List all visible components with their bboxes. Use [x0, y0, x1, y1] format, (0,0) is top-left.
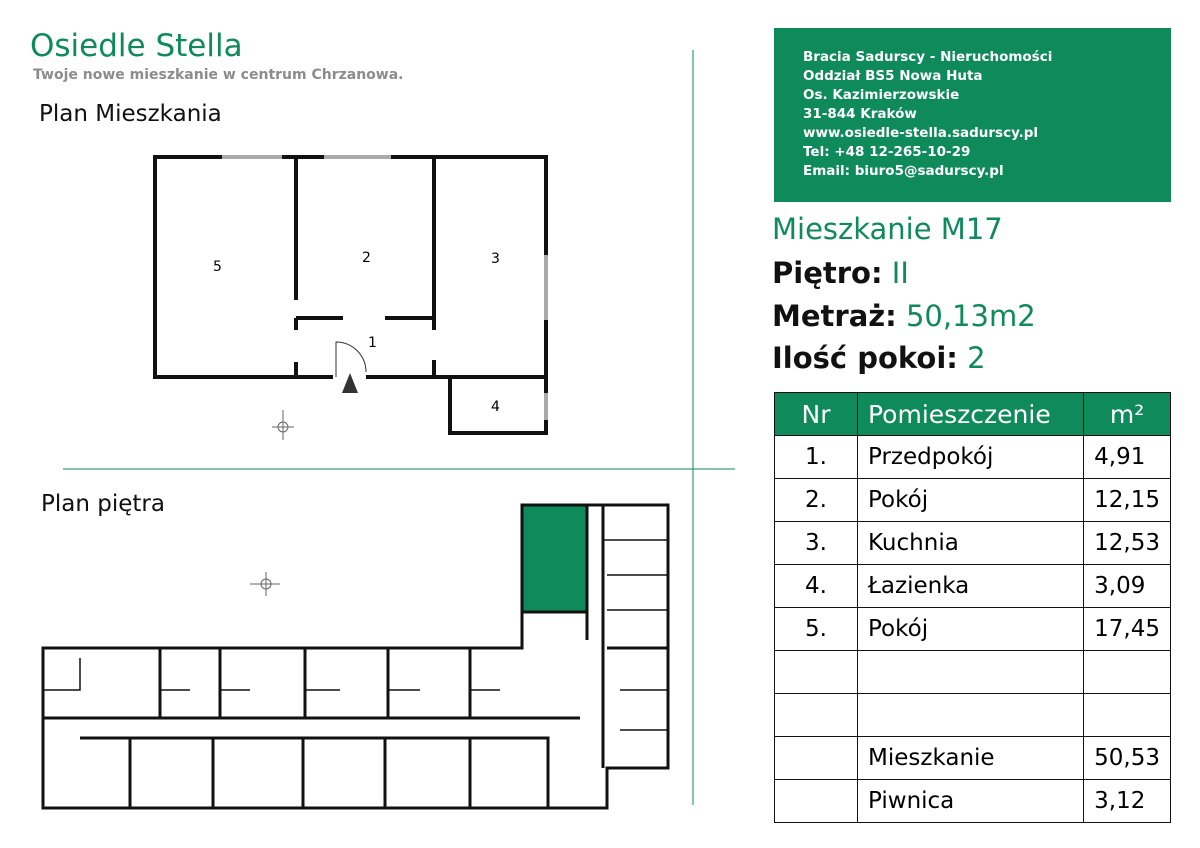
room-label: 2: [362, 250, 371, 266]
email-link[interactable]: Email: biuro5@sadurscy.pl: [803, 163, 1004, 179]
room-label: 3: [491, 251, 500, 267]
area-info: Metraż: 50,13m2: [772, 299, 1036, 333]
plan-title: Plan Mieszkania: [39, 101, 222, 127]
address-city: 31-844 Kraków: [803, 106, 917, 122]
rooms-info: Ilość pokoi: 2: [772, 341, 986, 375]
floor-plan: [41, 503, 670, 810]
highlighted-apartment: [522, 505, 587, 612]
website-link[interactable]: www.osiedle-stella.sadurscy.pl: [803, 125, 1039, 141]
floor-plans: 5 2 3 1 4: [41, 50, 735, 810]
apartment-title: Mieszkanie M17: [772, 212, 1003, 246]
room-label: 1: [368, 335, 377, 351]
entrance-arrow-icon: [342, 373, 358, 393]
room-label: 4: [491, 399, 500, 415]
compass-icon: [250, 410, 294, 596]
phone: Tel: +48 12-265-10-29: [803, 144, 971, 160]
floor-title: Plan piętra: [41, 491, 165, 517]
company-name: Bracia Sadurscy - Nieruchomości: [803, 49, 1053, 65]
branch: Oddział BS5 Nowa Huta: [803, 68, 983, 84]
contact-box: Bracia Sadurscy - Nieruchomości Oddział …: [774, 28, 1171, 202]
table-row: [774, 650, 1171, 694]
floor-info: Piętro: II: [772, 256, 909, 290]
tagline: Twoje nowe mieszkanie w centrum Chrzanow…: [33, 67, 404, 83]
room-label: 5: [213, 259, 222, 275]
brand-title: Osiedle Stella: [30, 28, 243, 64]
address-street: Os. Kazimierzowskie: [803, 87, 960, 103]
table-row: [774, 693, 1171, 737]
